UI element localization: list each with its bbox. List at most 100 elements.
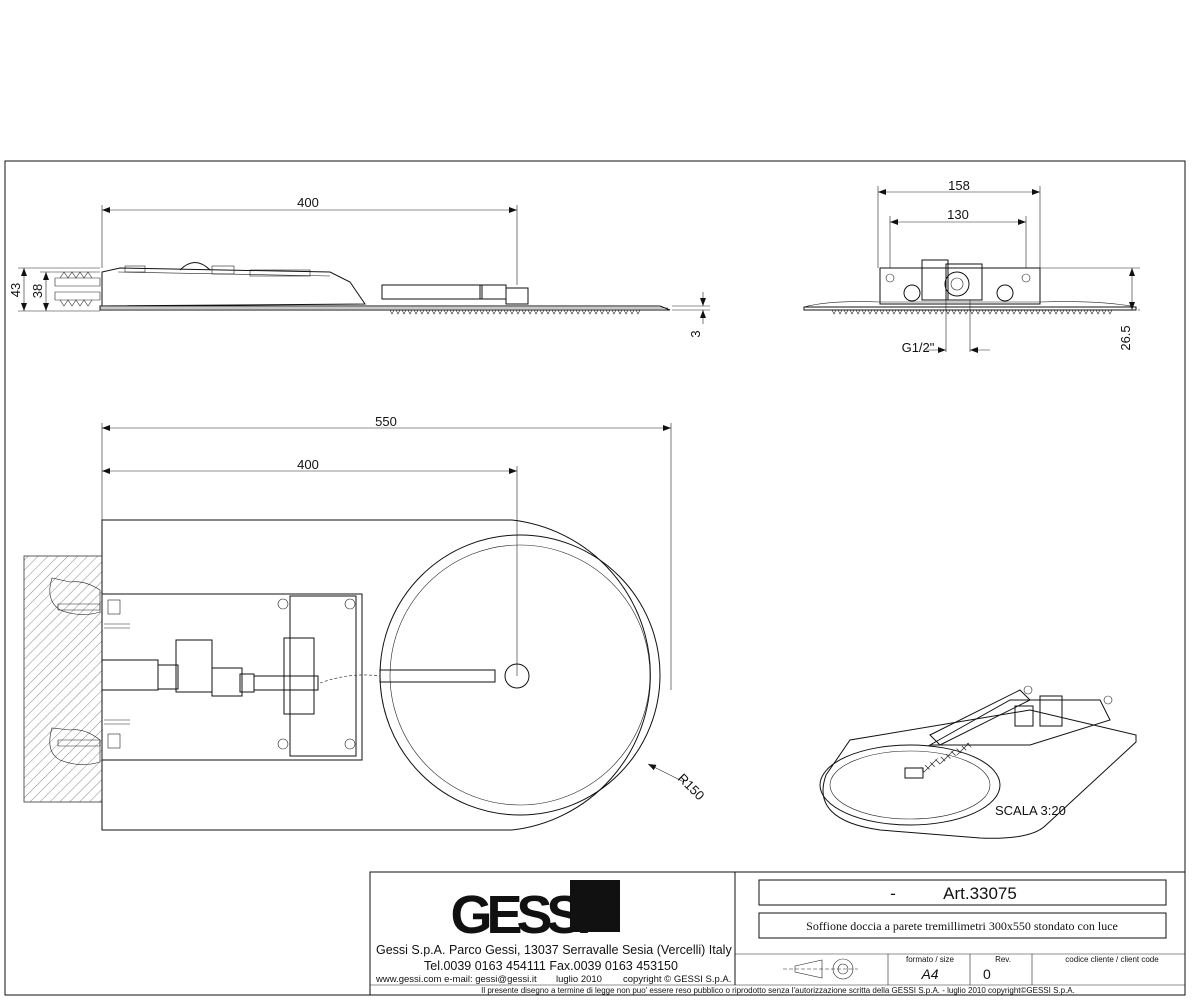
- nozzle-mark: [611, 309, 617, 315]
- nozzle-mark: [945, 309, 951, 315]
- company-address: Gessi S.p.A. Parco Gessi, 13037 Serraval…: [376, 943, 732, 957]
- nozzle-mark: [831, 309, 837, 315]
- nozzle-mark: [425, 309, 431, 315]
- nozzle-mark: [999, 309, 1005, 315]
- spray-nozzles-front: [831, 309, 1113, 315]
- nozzle-mark: [909, 309, 915, 315]
- nozzle-mark: [981, 309, 987, 315]
- nozzle-mark: [581, 309, 587, 315]
- nozzle-mark: [419, 309, 425, 315]
- nozzle-mark: [533, 309, 539, 315]
- drawing-date: luglio 2010: [556, 974, 602, 985]
- dim-front-w2: 130: [947, 207, 969, 222]
- dim-thread: G1/2": [902, 340, 935, 355]
- nozzle-mark: [413, 309, 419, 315]
- scale-label: SCALA 3:20: [995, 803, 1066, 818]
- nozzle-mark: [599, 309, 605, 315]
- nozzle-mark: [879, 309, 885, 315]
- nozzle-mark: [545, 309, 551, 315]
- article-description: Soffione doccia a parete tremillimetri 3…: [806, 919, 1118, 933]
- nozzle-mark: [1065, 309, 1071, 315]
- dim-radius: R150: [675, 771, 708, 804]
- nozzle-mark: [1023, 309, 1029, 315]
- nozzle-mark: [1107, 309, 1113, 315]
- nozzle-mark: [1089, 309, 1095, 315]
- nozzle-mark: [479, 309, 485, 315]
- nozzle-mark: [1071, 309, 1077, 315]
- nozzle-mark: [1101, 309, 1107, 315]
- legal-footer: Il presente disegno a termine di legge n…: [481, 986, 1075, 995]
- nozzle-mark: [1029, 309, 1035, 315]
- nozzle-mark: [885, 309, 891, 315]
- front-view: 158 130 G1/2" 26.5: [803, 178, 1140, 355]
- rev-value: 0: [983, 966, 991, 982]
- nozzle-mark: [629, 309, 635, 315]
- nozzle-mark: [623, 309, 629, 315]
- nozzle-mark: [1095, 309, 1101, 315]
- dim-side-h1: 43: [8, 283, 23, 297]
- dim-front-w1: 158: [948, 178, 970, 193]
- nozzle-mark: [1059, 309, 1065, 315]
- nozzle-mark: [401, 309, 407, 315]
- nozzle-mark: [497, 309, 503, 315]
- nozzle-mark: [467, 309, 473, 315]
- client-code-label: codice cliente / client code: [1065, 955, 1159, 964]
- rev-label: Rev.: [995, 955, 1011, 964]
- nozzle-mark: [957, 309, 963, 315]
- nozzle-mark: [617, 309, 623, 315]
- nozzle-mark: [551, 309, 557, 315]
- nozzle-mark: [515, 309, 521, 315]
- nozzle-mark: [473, 309, 479, 315]
- nozzle-mark: [587, 309, 593, 315]
- format-label: formato / size: [906, 955, 955, 964]
- nozzle-mark: [575, 309, 581, 315]
- nozzle-mark: [455, 309, 461, 315]
- article-dash: -: [890, 884, 896, 903]
- isometric-view: SCALA 3:20: [819, 685, 1137, 839]
- nozzle-mark: [491, 309, 497, 315]
- dim-side-h2: 38: [30, 284, 45, 298]
- nozzle-mark: [1005, 309, 1011, 315]
- nozzle-mark: [431, 309, 437, 315]
- gessi-logo: GESSI: [450, 885, 588, 945]
- nozzle-mark: [927, 309, 933, 315]
- nozzle-mark: [569, 309, 575, 315]
- copyright: copyright © GESSI S.p.A.: [623, 974, 731, 985]
- nozzle-mark: [897, 309, 903, 315]
- nozzle-mark: [849, 309, 855, 315]
- nozzle-mark: [903, 309, 909, 315]
- nozzle-mark: [635, 309, 641, 315]
- nozzle-mark: [389, 309, 395, 315]
- spray-nozzles: [389, 309, 641, 315]
- nozzle-mark: [1011, 309, 1017, 315]
- nozzle-mark: [593, 309, 599, 315]
- nozzle-mark: [1083, 309, 1089, 315]
- dim-side-width: 400: [297, 195, 319, 210]
- plan-view: 550 400: [23, 414, 708, 831]
- gessi-logo-square: [570, 880, 620, 932]
- nozzle-mark: [921, 309, 927, 315]
- nozzle-mark: [461, 309, 467, 315]
- nozzle-mark: [443, 309, 449, 315]
- nozzle-mark: [843, 309, 849, 315]
- nozzle-mark: [993, 309, 999, 315]
- nozzle-mark: [1035, 309, 1041, 315]
- nozzle-mark: [1017, 309, 1023, 315]
- nozzle-mark: [1077, 309, 1083, 315]
- dim-side-thickness: 3: [688, 330, 703, 337]
- nozzle-mark: [1047, 309, 1053, 315]
- dim-plan-width: 400: [297, 457, 319, 472]
- title-block: GESSI Gessi S.p.A. Parco Gessi, 13037 Se…: [369, 871, 1186, 996]
- nozzle-mark: [509, 309, 515, 315]
- nozzle-mark: [1053, 309, 1059, 315]
- nozzle-mark: [915, 309, 921, 315]
- nozzle-mark: [527, 309, 533, 315]
- nozzle-mark: [987, 309, 993, 315]
- format-value: A4: [920, 966, 938, 982]
- nozzle-mark: [873, 309, 879, 315]
- dim-front-height: 26.5: [1118, 325, 1133, 350]
- nozzle-mark: [939, 309, 945, 315]
- nozzle-mark: [867, 309, 873, 315]
- nozzle-mark: [861, 309, 867, 315]
